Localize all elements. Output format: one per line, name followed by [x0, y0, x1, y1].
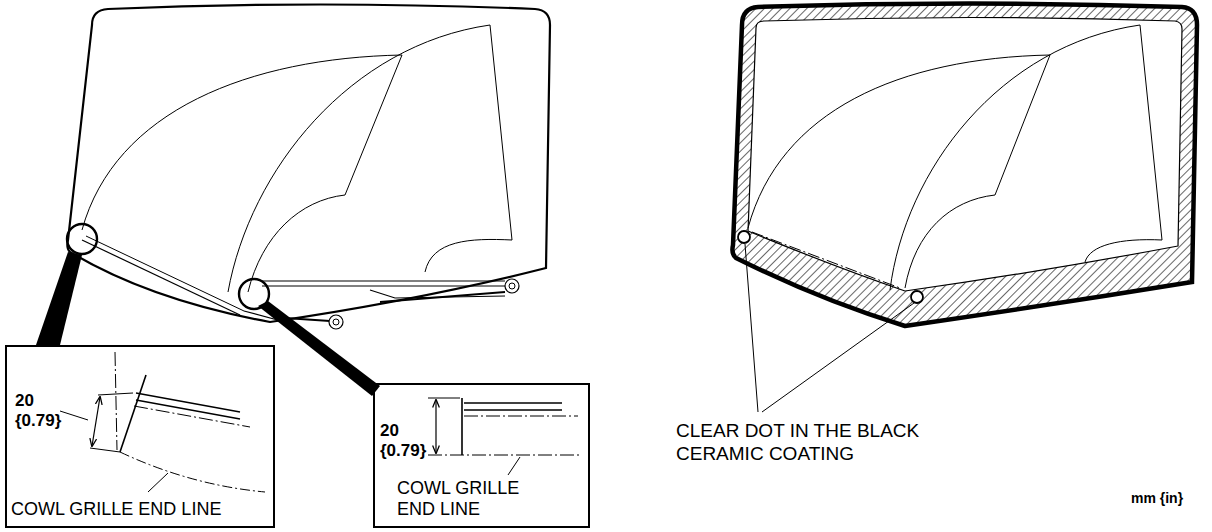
detail-drawing — [60, 352, 265, 492]
detail-inset: 20 {0.79} COWL GRILLE END LINE — [373, 383, 590, 528]
line-label: COWL GRILLE END LINE — [397, 478, 557, 519]
detail-inset: 20 {0.79} COWL GRILLE END LINE — [5, 345, 275, 528]
leader-line — [745, 244, 914, 412]
detail-drawing — [428, 398, 580, 475]
dimension-value: 20 {0.79} — [380, 421, 442, 460]
dimension-value: 20 {0.79} — [15, 391, 77, 430]
unit-label: mm {in} — [1131, 490, 1201, 507]
line-label: COWL GRILLE END LINE — [11, 499, 269, 520]
windshield-right — [732, 4, 1197, 327]
detail-wedge — [36, 252, 82, 345]
detail-wedge — [258, 301, 380, 396]
windshield-left — [67, 5, 550, 330]
note-label: CLEAR DOT IN THE BLACK CERAMIC COATING — [676, 420, 976, 466]
